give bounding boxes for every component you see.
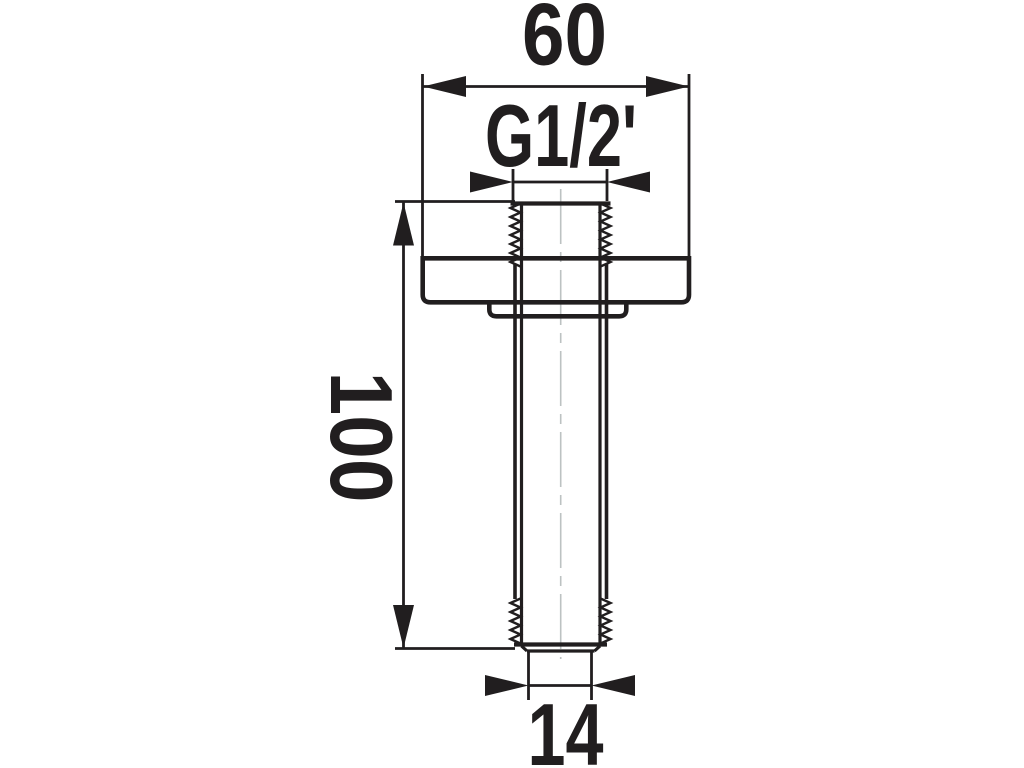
thread-bottom-left-zigzag <box>507 597 524 645</box>
arrowhead-left <box>485 675 529 696</box>
arrowhead-right <box>591 675 635 696</box>
dimension-thread-size: G1/2' <box>470 86 650 201</box>
part-outline <box>420 201 692 653</box>
dimension-length: 100 <box>312 200 515 650</box>
tip-diameter-value: 14 <box>528 685 604 768</box>
flange-outline <box>420 256 692 305</box>
arrowhead-bottom <box>393 605 414 648</box>
arrowhead-left <box>470 171 513 193</box>
dimension-flange-width: 60 <box>421 0 691 257</box>
thread-bottom-right-zigzag <box>597 597 614 645</box>
tip-chamfer-left <box>520 644 529 653</box>
arrowhead-right <box>646 76 689 97</box>
thread-size-value: G1/2' <box>485 86 637 185</box>
flange-width-value: 60 <box>522 0 607 84</box>
tip-chamfer-right <box>593 644 602 653</box>
dimension-tip-diameter: 14 <box>485 652 635 768</box>
arrowhead-right <box>607 171 650 193</box>
arrowhead-left <box>423 76 466 97</box>
flange-step-outline <box>487 302 629 319</box>
arrowhead-top <box>393 202 414 246</box>
length-value: 100 <box>312 372 411 503</box>
